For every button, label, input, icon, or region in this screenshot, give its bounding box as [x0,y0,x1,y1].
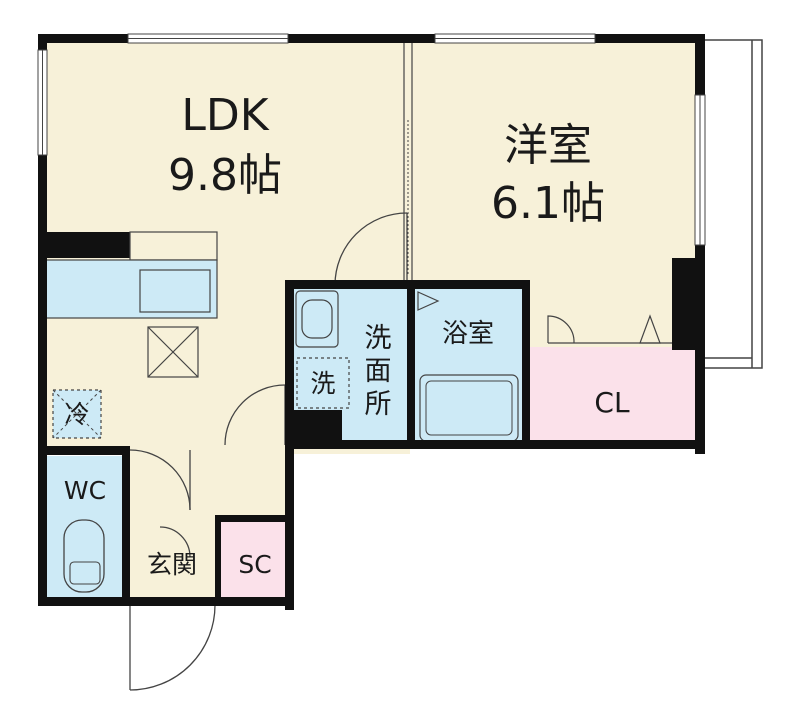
floor-fills [45,42,697,600]
kitchen [44,231,218,378]
windows [37,33,706,246]
toilet-fixture [63,519,105,593]
bath-label: 浴室 [442,319,494,349]
kitchen-upper-cabinet [129,231,218,261]
fridge-label: 冷 [64,400,89,429]
sliding-partition [403,42,413,285]
fridge-space [52,389,102,439]
labels: LDK 9.8帖 洋室 6.1帖 洗 面 所 浴室 CL WC 玄関 SC 冷 … [64,90,630,579]
range-hood [147,326,199,378]
shoe-closet-label: SC [238,550,271,579]
western-room-size: 6.1帖 [491,178,605,229]
ldk-name: LDK [181,90,269,141]
vanity-bowl [301,299,333,339]
western-room-name: 洋室 [504,120,592,171]
ldk-size: 9.8帖 [168,150,282,201]
washroom-label-line-3: 所 [365,389,392,420]
washer-space [296,357,350,409]
kitchen-sink [139,269,211,313]
western-room-floor [410,42,697,285]
closet-details [547,314,672,344]
washer-label: 洗 [310,369,335,398]
entrance-label: 玄関 [147,550,197,579]
washroom-label-line-2: 面 [365,356,392,387]
bathtub [419,374,519,442]
bathtub-inner [425,380,513,436]
washroom-label-line-1: 洗 [365,323,392,354]
balcony [697,39,763,369]
shoe-closet-floor [220,520,290,600]
closet-floor [530,347,697,444]
bath-door-marker [417,291,440,311]
closet-label: CL [594,386,630,419]
doors [129,212,408,691]
entrance-door [129,604,216,691]
kitchen-back-wall-block [45,232,130,258]
western-room-floor-lower [530,285,680,347]
toilet-label: WC [64,476,106,505]
